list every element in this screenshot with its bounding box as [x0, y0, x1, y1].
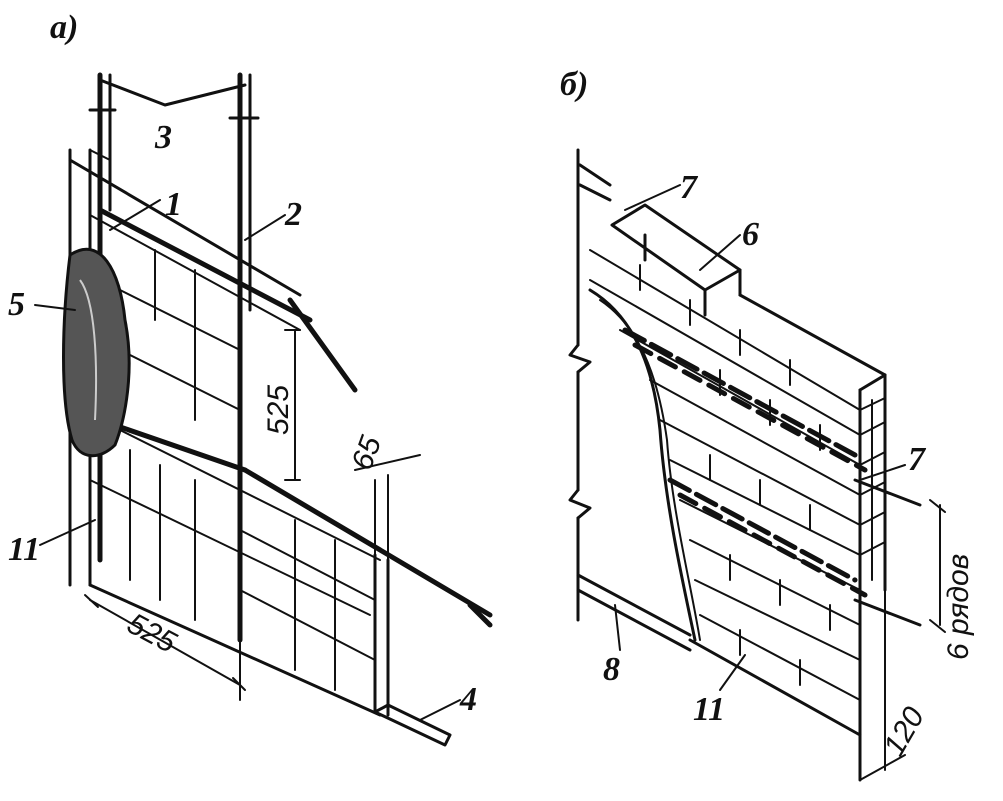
label-6: 6	[742, 216, 759, 253]
dim-525-vertical: 525	[262, 385, 295, 435]
label-11a: 11	[8, 531, 40, 568]
label-1: 1	[165, 186, 182, 223]
label-7-top: 7	[680, 169, 699, 206]
dim-65: 65	[346, 431, 389, 474]
label-8: 8	[603, 651, 620, 688]
label-11b: 11	[693, 691, 725, 728]
label-5: 5	[8, 286, 25, 323]
panel-b-drawing	[568, 148, 946, 782]
label-2: 2	[284, 196, 302, 233]
panel-a-drawing	[34, 72, 493, 747]
label-4: 4	[459, 681, 477, 718]
dim-6-rows: 6 рядов	[942, 554, 975, 660]
label-3: 3	[154, 119, 172, 156]
panel-b-label: б)	[560, 66, 588, 103]
label-7-right: 7	[908, 441, 927, 478]
panel-a-label: а)	[50, 9, 78, 46]
dim-525-horizontal: 525	[122, 607, 182, 660]
